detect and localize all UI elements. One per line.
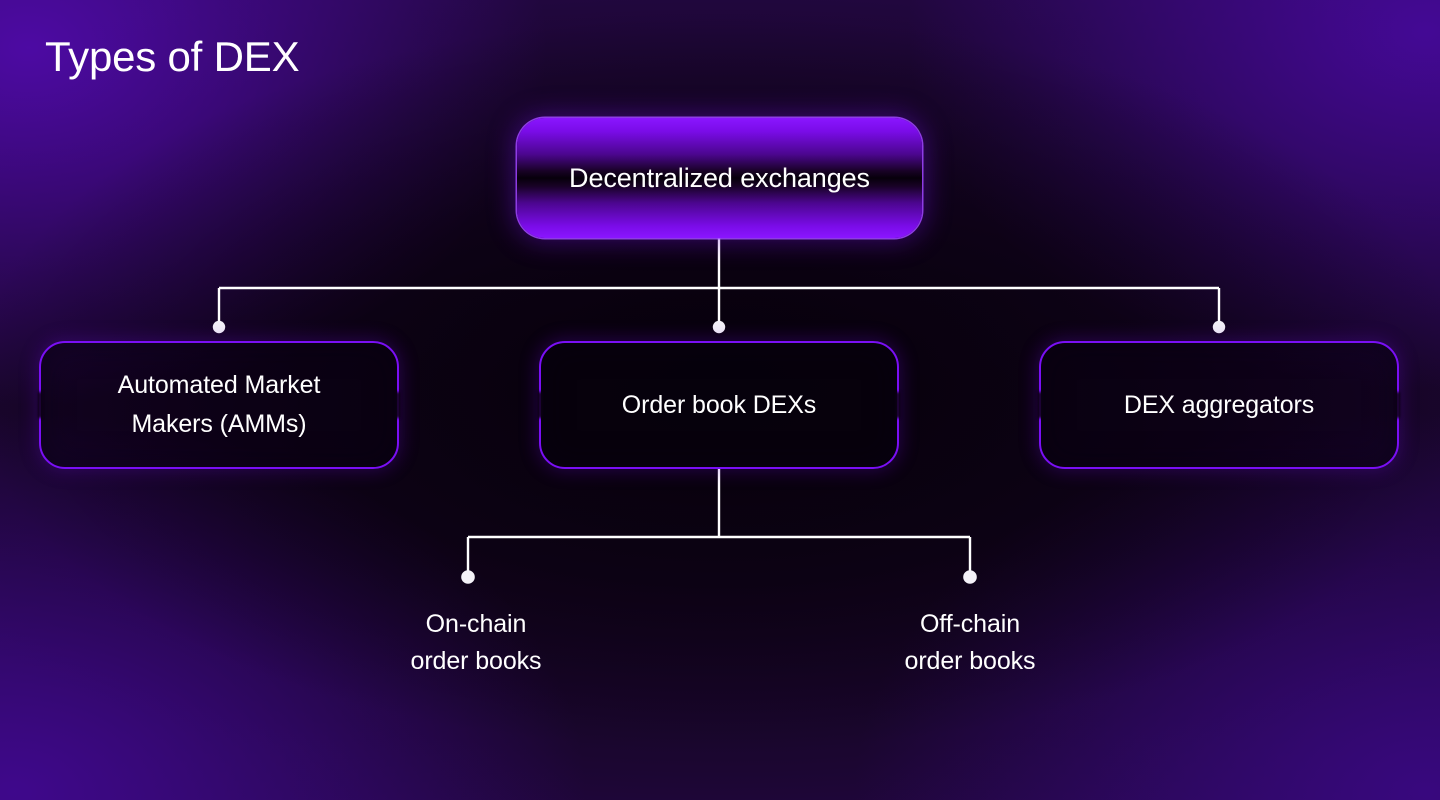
border-notch-left [538,392,542,418]
border-notch-left [1038,392,1042,418]
node-automated-market-makers[interactable]: Automated Market Makers (AMMs) [38,341,400,469]
node-label-line2: order books [410,647,542,675]
node-decentralized-exchanges[interactable]: Decentralized exchanges [517,118,922,238]
node-label-line2: Makers (AMMs) [131,410,307,438]
border-notch-right [896,392,900,418]
connector-dot-aggregators [1212,320,1226,334]
border-notch-right [396,392,400,418]
connector-dot-offchain [963,570,977,584]
page-title: Types of DEX [45,33,300,80]
border-notch-right [1396,392,1400,418]
connector-dot-orderbook [712,320,726,334]
node-order-book-dexs[interactable]: Order book DEXs [538,341,900,469]
node-label-line1: Off-chain [919,610,1021,638]
border-notch-left [38,392,42,418]
node-on-chain-order-books[interactable]: On-chain order books [326,606,626,680]
node-label-line1: On-chain [425,610,527,638]
node-dex-aggregators[interactable]: DEX aggregators [1038,341,1400,469]
connector-dot-onchain [461,570,475,584]
node-label-order-book-dexs: Order book DEXs [621,390,817,419]
node-label-line2: order books [904,647,1036,675]
node-label-dex-aggregators: DEX aggregators [1123,390,1315,419]
node-off-chain-order-books[interactable]: Off-chain order books [820,606,1120,680]
node-label-line1: Automated Market [117,371,321,399]
node-label-automated-market-makers: Automated Market Makers (AMMs) [118,366,321,444]
node-label-decentralized-exchanges: Decentralized exchanges [569,162,870,193]
connector-dot-amm [212,320,226,334]
